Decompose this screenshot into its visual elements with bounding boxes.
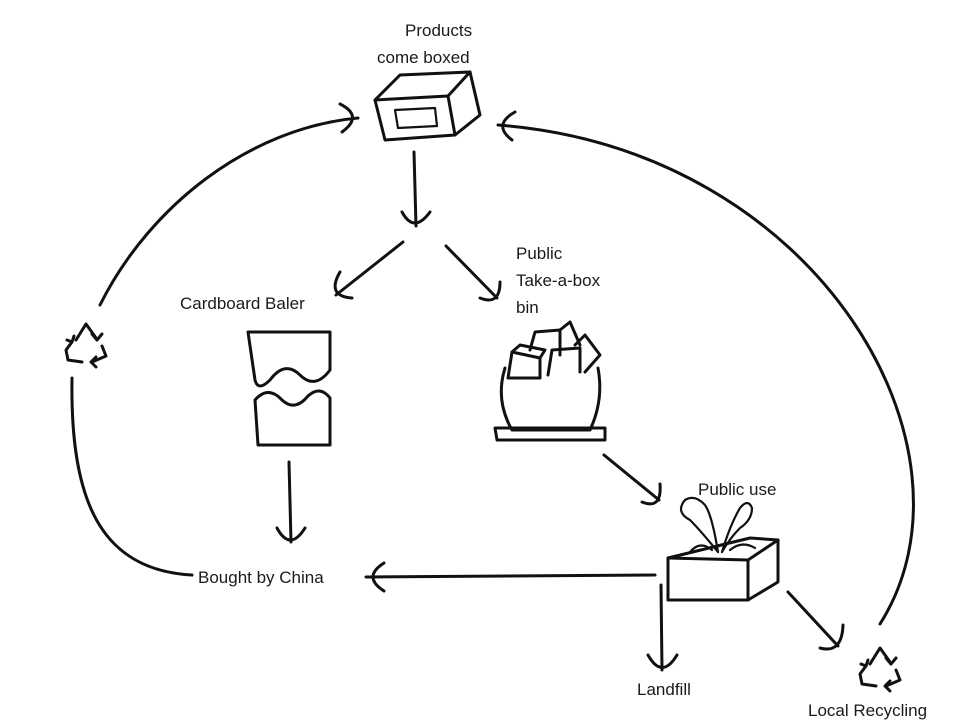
local-recycling-label: Local Recycling bbox=[808, 701, 928, 720]
arrow-public-use-to-china bbox=[364, 561, 657, 593]
box-icon bbox=[373, 70, 482, 142]
products-label: Products come boxed bbox=[377, 17, 473, 71]
take-box-label: Public Take-a-box bin bbox=[516, 240, 600, 321]
arrow-box-down bbox=[400, 150, 432, 228]
recycle-icon bbox=[858, 646, 902, 693]
products-label-line2: come boxed bbox=[377, 48, 470, 67]
recycle-icon bbox=[64, 322, 108, 369]
arrow-recycling-to-products bbox=[496, 110, 915, 626]
baler-icon bbox=[246, 330, 332, 447]
take-box-line3: bin bbox=[516, 298, 539, 317]
take-box-line2: Take-a-box bbox=[516, 271, 601, 290]
arrow-baler-to-china bbox=[275, 460, 307, 544]
arrow-china-to-products bbox=[70, 102, 360, 577]
products-label-line1: Products bbox=[405, 21, 473, 40]
arrow-to-bin bbox=[444, 244, 502, 302]
landfill-label: Landfill bbox=[637, 680, 691, 699]
public-use-label: Public use bbox=[698, 480, 777, 499]
take-box-line1: Public bbox=[516, 244, 563, 263]
arrow-to-landfill bbox=[646, 583, 679, 672]
arrow-to-baler bbox=[333, 240, 405, 300]
bin-icon bbox=[493, 320, 607, 442]
planter-icon bbox=[666, 496, 780, 602]
baler-label: Cardboard Baler bbox=[180, 294, 305, 313]
arrow-bin-to-public-use bbox=[602, 453, 662, 506]
china-label: Bought by China bbox=[198, 568, 324, 587]
arrow-to-local-recycling bbox=[786, 590, 845, 651]
